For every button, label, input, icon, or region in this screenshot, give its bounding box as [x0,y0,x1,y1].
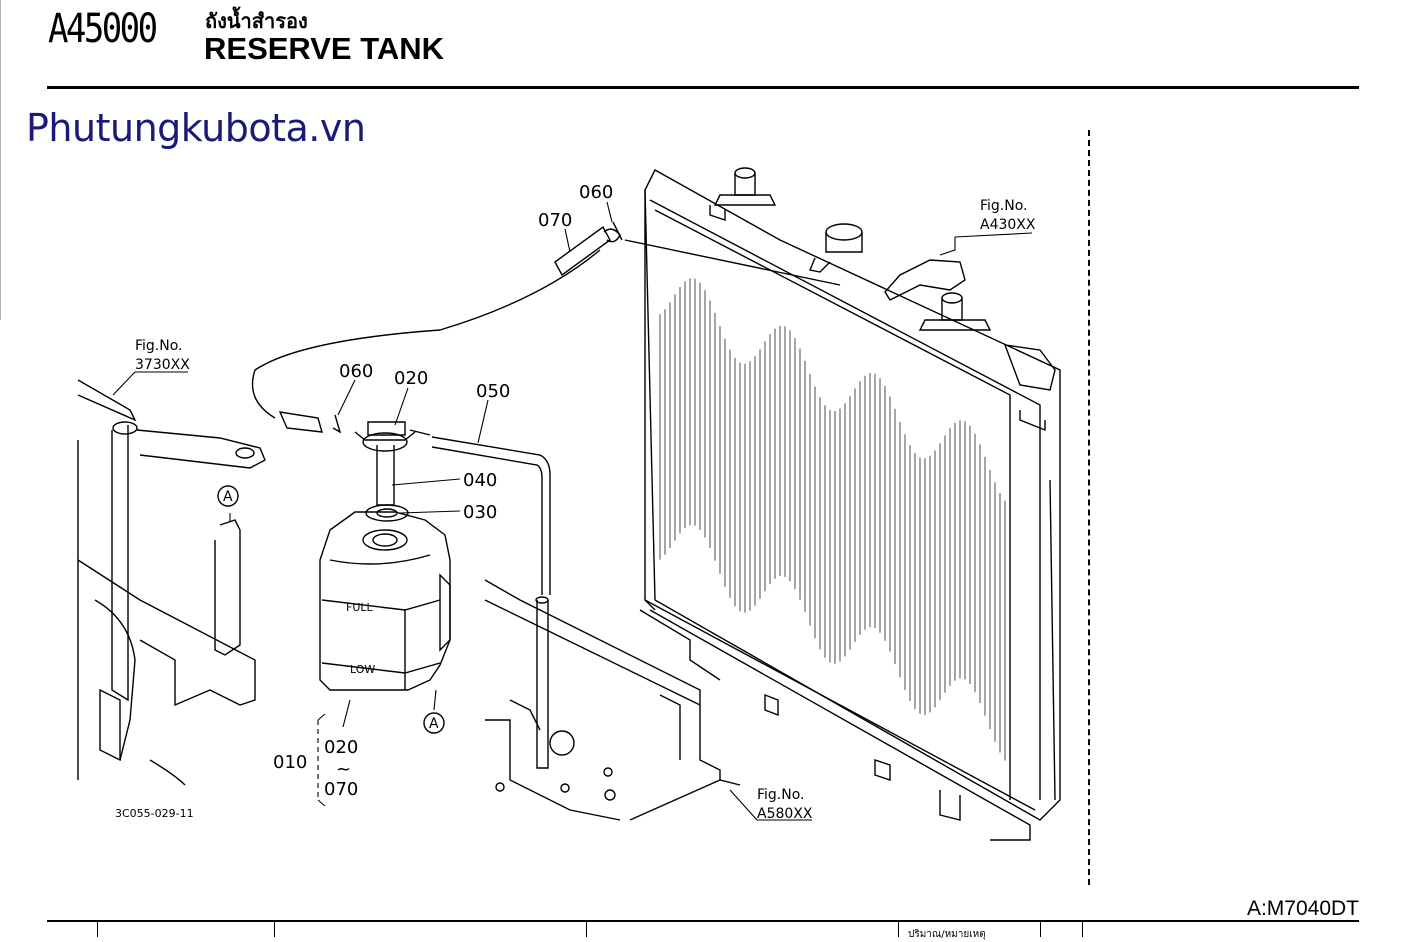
table-column-divider [97,922,98,937]
table-column-divider [898,922,899,937]
part-label-020: 020 [394,368,428,389]
reserve-tank-drawing [319,421,451,691]
model-code: A:M7040DT [1246,897,1359,920]
part-range-end: 070 [324,779,358,800]
ref-marker-a-frame [217,485,239,507]
figure-title-thai: ถังน้ำสำรอง [205,9,308,33]
watermark: Phutungkubota.vn [26,106,366,150]
table-column-divider [1040,922,1041,937]
fig-ref-frame-prefix: Fig.No. [135,338,183,354]
radiator-caps [709,167,1056,821]
table-header-text: ปริมาณ/หมายเหตุ [908,929,986,940]
part-label-050: 050 [476,381,510,402]
fig-ref-chassis: A580XX [757,806,813,822]
fig-ref-frame: 3730XX [135,357,190,373]
leader-lines [112,201,1033,821]
fig-ref-radiator-prefix: Fig.No. [980,198,1028,214]
drawing-id: 3C055-029-11 [115,807,194,820]
frame-bracket-drawing [77,379,266,786]
ref-marker-a-tank-label: A [429,716,439,732]
figure-title: RESERVE TANK [204,31,445,66]
page-divider [1088,130,1090,885]
overflow-tube [251,221,841,434]
table-column-divider [1082,922,1083,937]
radiator-fin-hatching [659,278,1006,761]
part-label-010: 010 [273,752,307,773]
footer-rule [47,920,1359,922]
radiator-fins [659,278,1006,761]
part-range-separator: ~ [336,759,351,780]
part-range-start: 020 [324,737,358,758]
ref-marker-a-tank [423,712,445,734]
table-column-divider [586,922,587,937]
chassis-plate-drawing [484,579,741,821]
tank-full-mark: FULL [346,601,374,614]
part-label-060: 060 [339,361,373,382]
part-label-030: 030 [463,502,497,523]
fig-ref-radiator: A430XX [980,217,1036,233]
part-label-070: 070 [538,210,572,231]
part-label-060-top: 060 [579,182,613,203]
header-rule [47,86,1359,89]
tank-low-mark: LOW [350,663,375,676]
fig-ref-chassis-prefix: Fig.No. [757,787,805,803]
part-label-040: 040 [463,470,497,491]
radiator-drawing [639,169,1061,841]
table-column-divider [274,922,275,937]
tube-050 [431,436,551,769]
figure-code: A45000 [48,6,158,52]
ref-marker-a-frame-label: A [223,489,233,505]
